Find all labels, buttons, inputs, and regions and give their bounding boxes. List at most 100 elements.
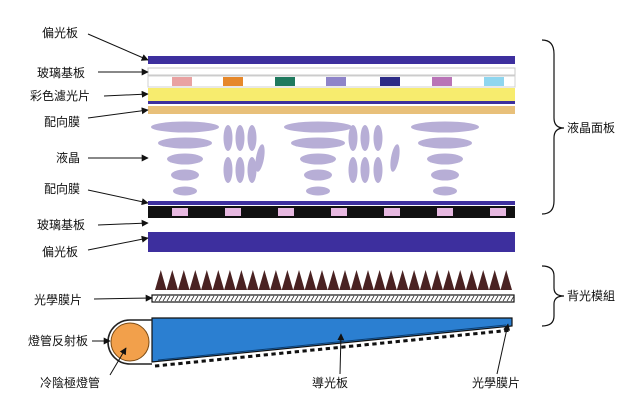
film-hatch-line <box>334 295 339 302</box>
film-hatch-line <box>322 295 327 302</box>
light-guide-plate <box>151 317 513 363</box>
lc-molecule-vertical <box>235 157 245 183</box>
film-hatch-line <box>154 295 159 302</box>
film-hatch-line <box>346 295 351 302</box>
film-hatch-line <box>198 295 203 302</box>
label-color-filter: 彩色濾光片 <box>30 88 90 103</box>
label-polarizer-bottom: 偏光板 <box>42 244 78 259</box>
film-hatch-line <box>262 295 267 302</box>
film-hatch-line <box>306 295 311 302</box>
lc-molecule-vertical <box>360 157 370 183</box>
optical-film-hatch <box>154 295 515 302</box>
film-hatch-line <box>442 295 447 302</box>
film-hatch-line <box>506 295 511 302</box>
film-hatch-line <box>366 295 371 302</box>
film-hatch-line <box>286 295 291 302</box>
lc-molecule-vertical <box>247 125 257 151</box>
film-hatch-line <box>294 295 299 302</box>
color-filter-row <box>147 75 516 88</box>
film-hatch-line <box>194 295 199 302</box>
film-hatch-line <box>398 295 403 302</box>
film-hatch-line <box>390 295 395 302</box>
polarizer-top-layer <box>148 56 515 64</box>
lc-molecule-flat <box>306 186 330 196</box>
film-hatch-line <box>454 295 459 302</box>
film-hatch-line <box>482 295 487 302</box>
bottom-film-dash <box>271 352 276 356</box>
color-filter-block <box>223 77 243 86</box>
bottom-film-dash <box>356 343 362 348</box>
label-ccfl: 冷陰極燈管 <box>40 375 100 390</box>
glass-top-layer <box>147 67 516 76</box>
color-filter-block <box>380 77 400 86</box>
black-matrix-cell <box>384 208 400 216</box>
label-optical-film-bottom: 光學膜片 <box>472 376 520 390</box>
black-matrix-cell <box>331 208 347 216</box>
label-glass-bottom: 玻璃基板 <box>37 218 85 232</box>
color-filter-block <box>172 77 192 86</box>
film-hatch-line <box>446 295 451 302</box>
prism-teeth <box>155 270 512 290</box>
film-hatch-line <box>342 295 347 302</box>
label-alignment-bottom: 配向膜 <box>44 181 80 196</box>
lc-molecule-vertical <box>235 125 245 151</box>
film-hatch-line <box>474 295 479 302</box>
color-filter-thin-band <box>148 101 515 104</box>
film-hatch-line <box>350 295 355 302</box>
optical-film-top-layer <box>151 294 515 303</box>
light-guide-inner-line <box>157 324 507 361</box>
lc-molecule-flat <box>411 121 479 133</box>
polarizer-bottom-layer <box>148 232 515 252</box>
lc-molecule-flat <box>158 137 212 149</box>
label-glass-top: 玻璃基板 <box>37 66 85 80</box>
lc-molecule-flat <box>151 121 219 133</box>
label-alignment-top: 配向膜 <box>44 114 80 129</box>
film-hatch-line <box>354 295 359 302</box>
lc-molecule-tilted <box>255 144 265 172</box>
film-hatch-line <box>502 295 507 302</box>
film-hatch-line <box>250 295 255 302</box>
lc-molecule-vertical <box>247 157 257 183</box>
black-matrix-cell <box>437 208 453 216</box>
liquid-crystal-molecules <box>151 121 479 196</box>
film-hatch-line <box>186 295 191 302</box>
film-hatch-line <box>282 295 287 302</box>
film-hatch-line <box>158 295 163 302</box>
arrow-polarizer-top <box>87 33 149 61</box>
color-filter-block <box>326 77 346 86</box>
black-matrix-cell <box>225 208 241 216</box>
film-hatch-line <box>170 295 175 302</box>
film-hatch-line <box>162 295 167 302</box>
arrow-color-filter <box>103 90 149 98</box>
bottom-film-dash <box>364 342 369 347</box>
film-hatch-line <box>362 295 367 302</box>
film-hatch-line <box>510 295 515 302</box>
lc-molecule-vertical <box>223 157 233 183</box>
lc-molecule-vertical <box>373 125 383 151</box>
film-hatch-line <box>246 295 251 302</box>
film-hatch-line <box>498 295 503 302</box>
film-hatch-line <box>370 295 375 302</box>
film-hatch-line <box>202 295 207 302</box>
alignment-top-layer <box>148 106 515 114</box>
film-hatch-line <box>490 295 495 302</box>
black-matrix-row <box>148 206 515 218</box>
film-hatch-line <box>182 295 187 302</box>
label-polarizer-top: 偏光板 <box>42 25 78 40</box>
arrow-alignment-bottom <box>87 189 149 206</box>
arrow-optical-film-top <box>93 294 153 302</box>
bottom-film-dash <box>185 360 191 365</box>
film-hatch-line <box>438 295 443 302</box>
film-hatch-line <box>234 295 239 302</box>
label-optical-film-top: 光學膜片 <box>34 293 82 307</box>
lc-molecule-vertical <box>360 125 370 151</box>
color-filter-block <box>484 77 504 86</box>
lc-molecule-flat <box>431 169 459 181</box>
film-hatch-line <box>210 295 215 302</box>
lc-molecule-flat <box>167 153 203 165</box>
black-matrix-cell <box>490 208 506 216</box>
bottom-film-dash <box>496 329 501 334</box>
film-hatch-line <box>378 295 383 302</box>
bottom-film-dash <box>279 351 284 355</box>
